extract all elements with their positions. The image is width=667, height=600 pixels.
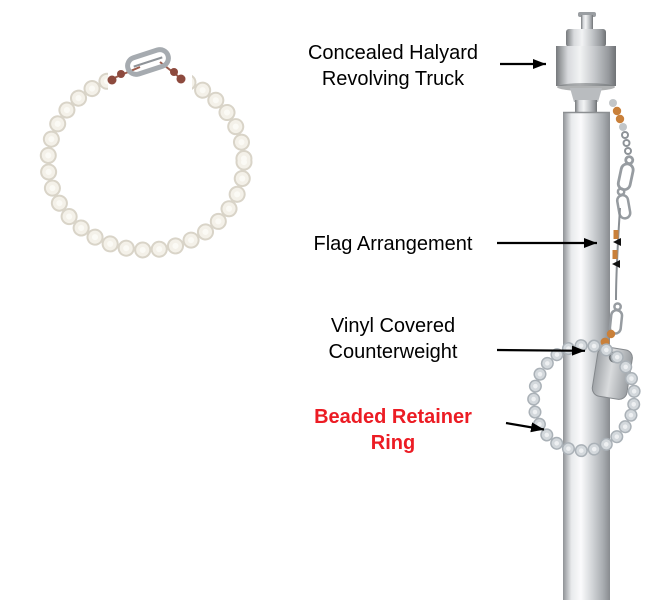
leader-arrows	[496, 59, 597, 433]
crimp-beads	[107, 68, 186, 85]
pole-collar	[575, 100, 597, 114]
finial-stem	[581, 15, 593, 31]
beaded-ring-photo	[39, 34, 253, 259]
arrow-retainer	[505, 421, 545, 433]
clasp-carabiner-icon	[125, 47, 171, 77]
flagpole	[556, 12, 616, 600]
retainer-ring-beads	[527, 338, 641, 458]
bead-strand	[39, 65, 253, 259]
label-truck: Concealed Halyard Revolving Truck	[290, 40, 496, 92]
truck-cap	[566, 29, 606, 47]
label-retainer-line2: Ring	[370, 432, 416, 454]
label-counterweight: Vinyl Covered Counterweight	[290, 313, 496, 365]
halyard-beads-top	[609, 99, 627, 131]
label-retainer-line1: Beaded Retainer	[314, 406, 472, 428]
arrow-counterweight	[496, 345, 586, 356]
snap-hook-icon	[608, 302, 624, 335]
flag-snap-markers	[612, 230, 621, 268]
clasp-gap	[108, 34, 192, 94]
label-truck-line2: Revolving Truck	[321, 68, 465, 90]
truck-neck	[570, 88, 602, 102]
label-flag-line1: Flag Arrangement	[313, 233, 473, 255]
snap-hook-icon	[616, 155, 635, 192]
truck-body	[556, 46, 616, 86]
halyard-chain-links	[621, 131, 632, 155]
label-retainer-ring: Beaded Retainer Ring	[290, 404, 496, 456]
label-counterweight-line1: Vinyl Covered	[330, 315, 456, 337]
snap-hook-icon	[615, 187, 632, 220]
label-truck-line1: Concealed Halyard	[307, 42, 479, 64]
label-flag-arrangement: Flag Arrangement	[290, 231, 496, 257]
label-counterweight-line2: Counterweight	[328, 341, 458, 363]
